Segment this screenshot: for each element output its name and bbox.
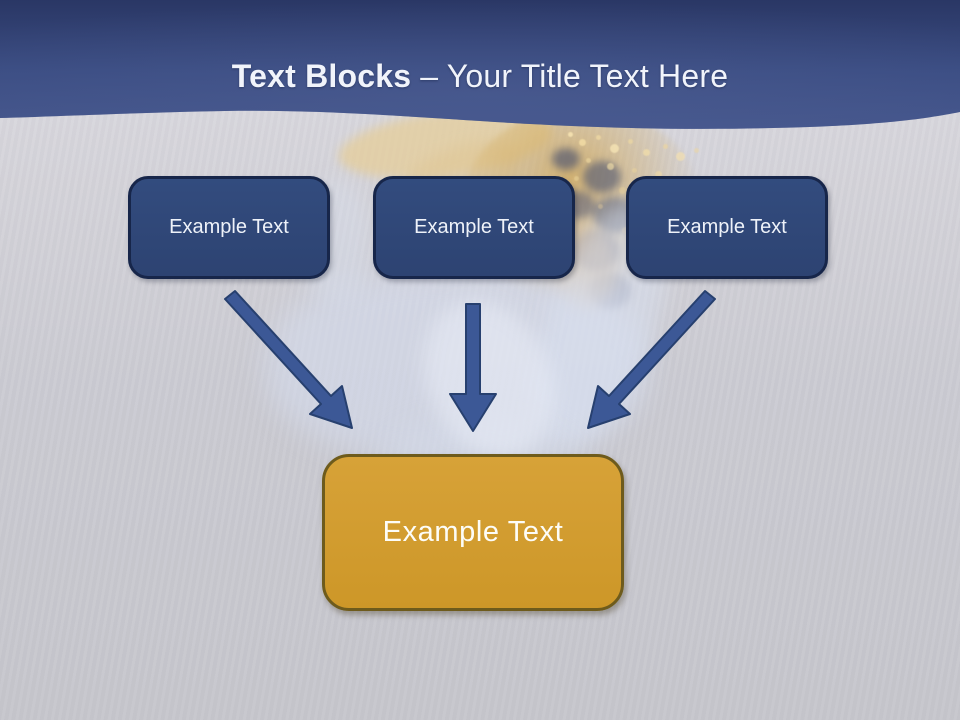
text-block-3-label: Example Text [667, 216, 787, 238]
slide-title-regular-text: – Your Title Text Here [420, 57, 729, 94]
header-band [0, 0, 960, 129]
slide-title-bold-text: Text Blocks [231, 57, 412, 94]
arrow-down-right-icon[interactable] [224, 290, 353, 429]
result-block-label: Example Text [382, 516, 564, 548]
arrow-down-icon[interactable] [449, 303, 497, 432]
result-block[interactable]: Example Text [322, 454, 624, 611]
text-block-3[interactable]: Example Text [626, 176, 828, 279]
text-block-2[interactable]: Example Text [373, 176, 575, 279]
text-block-1[interactable]: Example Text [128, 176, 330, 279]
text-block-1-label: Example Text [169, 216, 289, 238]
header-wave-glow [0, 0, 960, 129]
text-block-2-label: Example Text [414, 216, 534, 238]
arrow-down-left-icon[interactable] [587, 290, 716, 429]
slide-title[interactable]: Text Blocks – Your Title Text Here [0, 55, 960, 97]
